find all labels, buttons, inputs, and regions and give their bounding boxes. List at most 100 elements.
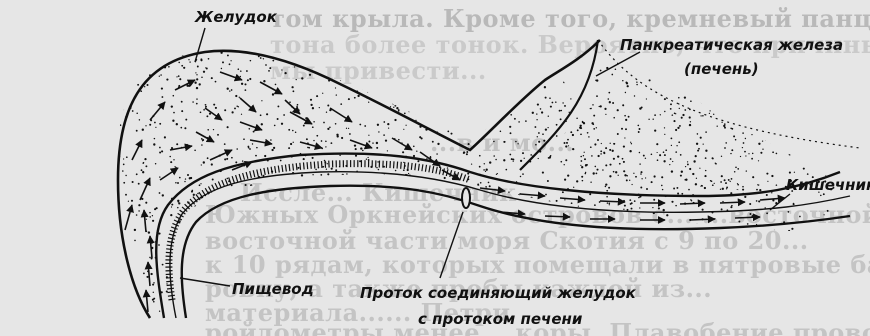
stipple-dot bbox=[696, 96, 698, 98]
stipple-dot bbox=[665, 242, 667, 244]
stipple-dot bbox=[670, 146, 672, 148]
stipple-dot bbox=[491, 66, 493, 68]
stipple-dot bbox=[339, 166, 340, 167]
stipple-dot bbox=[335, 169, 337, 171]
stipple-dot bbox=[284, 183, 286, 185]
stipple-dot bbox=[761, 297, 762, 298]
stipple-dot bbox=[305, 117, 307, 119]
stipple-dot bbox=[592, 260, 594, 262]
stipple-dot bbox=[226, 158, 228, 160]
stipple-dot bbox=[292, 213, 294, 215]
stipple-dot bbox=[740, 269, 741, 270]
stipple-dot bbox=[354, 144, 356, 146]
stipple-dot bbox=[125, 116, 126, 117]
stipple-dot bbox=[201, 77, 203, 79]
stipple-dot bbox=[765, 234, 767, 236]
stipple-dot bbox=[132, 110, 134, 112]
stipple-dot bbox=[710, 94, 711, 95]
stipple-dot bbox=[617, 155, 619, 157]
stipple-dot bbox=[753, 78, 755, 80]
stipple-dot bbox=[823, 104, 824, 105]
stipple-dot bbox=[744, 169, 746, 171]
stipple-dot bbox=[854, 82, 855, 83]
stipple-dot bbox=[587, 93, 589, 95]
stipple-dot bbox=[353, 272, 355, 274]
stipple-dot bbox=[616, 233, 617, 234]
stipple-dot bbox=[800, 121, 801, 122]
stipple-dot bbox=[763, 112, 765, 114]
stipple-dot bbox=[340, 80, 341, 81]
stipple-dot bbox=[413, 244, 415, 246]
stipple-dot bbox=[403, 279, 405, 281]
stipple-dot bbox=[235, 95, 237, 97]
stipple-dot bbox=[778, 145, 779, 146]
stipple-dot bbox=[749, 117, 751, 119]
stipple-dot bbox=[346, 173, 348, 175]
stipple-dot bbox=[414, 84, 416, 86]
stipple-dot bbox=[797, 311, 798, 312]
stipple-dot bbox=[852, 57, 854, 59]
stipple-dot bbox=[518, 194, 520, 196]
stipple-dot bbox=[142, 291, 144, 293]
stipple-dot bbox=[200, 111, 202, 113]
stipple-dot bbox=[769, 117, 771, 119]
stipple-dot bbox=[569, 108, 571, 110]
stipple-dot bbox=[749, 79, 751, 81]
stipple-dot bbox=[600, 150, 602, 152]
stipple-dot bbox=[494, 261, 495, 262]
stipple-dot bbox=[224, 109, 226, 111]
stipple-dot bbox=[747, 223, 749, 225]
stipple-dot bbox=[307, 318, 308, 319]
stipple-dot bbox=[802, 155, 803, 156]
stipple-dot bbox=[398, 271, 400, 273]
stipple-dot bbox=[261, 220, 263, 222]
stipple-dot bbox=[817, 97, 819, 99]
stipple-dot bbox=[307, 247, 309, 249]
stipple-dot bbox=[751, 158, 753, 160]
stipple-dot bbox=[660, 231, 661, 232]
stipple-dot bbox=[246, 232, 248, 234]
stipple-dot bbox=[345, 165, 347, 167]
stipple-dot bbox=[247, 146, 249, 148]
stipple-dot bbox=[828, 58, 830, 60]
stipple-dot bbox=[577, 277, 578, 278]
stipple-dot bbox=[573, 187, 574, 188]
stipple-dot bbox=[410, 198, 412, 200]
stipple-dot bbox=[345, 59, 346, 60]
stipple-dot bbox=[792, 79, 794, 81]
stipple-dot bbox=[712, 99, 714, 101]
stipple-dot bbox=[674, 123, 676, 125]
stipple-dot bbox=[705, 157, 707, 159]
stipple-dot bbox=[691, 257, 692, 258]
stipple-dot bbox=[485, 238, 487, 240]
stipple-dot bbox=[556, 135, 558, 137]
stipple-dot bbox=[532, 131, 534, 133]
stipple-dot bbox=[138, 183, 140, 185]
stipple-dot bbox=[587, 255, 589, 257]
stipple-dot bbox=[744, 196, 746, 198]
stipple-dot bbox=[565, 248, 567, 250]
stipple-dot bbox=[817, 103, 819, 105]
stipple-dot bbox=[794, 87, 795, 88]
stipple-dot bbox=[723, 234, 725, 236]
stipple-dot bbox=[642, 315, 643, 316]
stipple-dot bbox=[676, 271, 677, 272]
stipple-dot bbox=[636, 91, 637, 92]
stipple-dot bbox=[488, 182, 490, 184]
stipple-dot bbox=[318, 300, 319, 301]
stipple-dot bbox=[497, 94, 499, 96]
stipple-dot bbox=[331, 168, 333, 170]
stipple-dot bbox=[650, 113, 652, 115]
stipple-dot bbox=[194, 216, 195, 217]
stipple-dot bbox=[808, 286, 810, 288]
stipple-dot bbox=[510, 132, 512, 134]
stipple-dot bbox=[622, 158, 624, 160]
stipple-dot bbox=[560, 114, 562, 116]
stipple-dot bbox=[514, 78, 516, 80]
stipple-dot bbox=[850, 171, 852, 173]
stipple-dot bbox=[704, 175, 706, 177]
stipple-dot bbox=[833, 78, 834, 79]
stipple-dot bbox=[607, 110, 609, 112]
stipple-dot bbox=[629, 268, 631, 270]
stipple-dot bbox=[370, 263, 372, 265]
